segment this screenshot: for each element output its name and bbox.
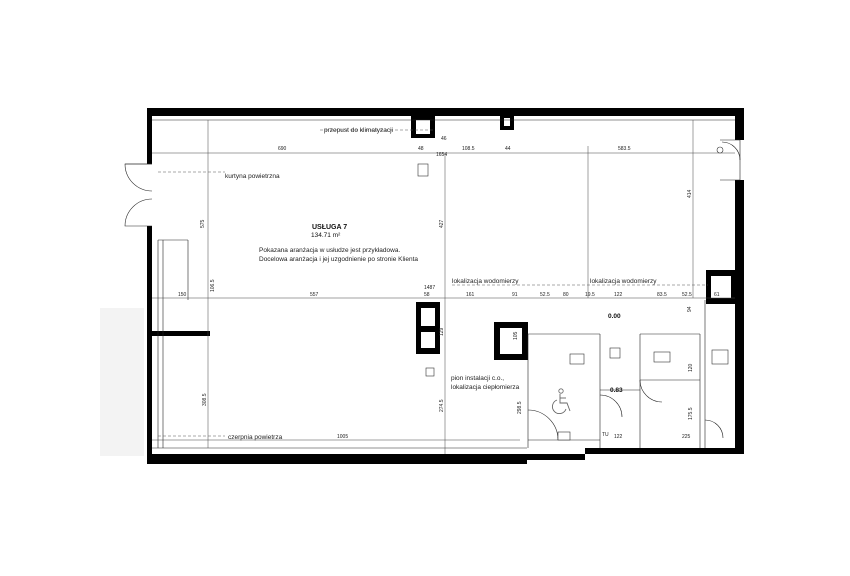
dim-top-48: 48 (418, 146, 424, 152)
dim-mid-525a: 52.5 (540, 292, 550, 298)
dim-v-1755: 175.5 (688, 407, 694, 420)
room-area: 134.71 m² (311, 232, 341, 239)
dim-v-129: 129 (439, 327, 445, 336)
ac-unit (417, 163, 429, 177)
dim-mid-1487: 1487 (424, 285, 435, 291)
dim-mid-1065: 106.5 (210, 279, 216, 292)
wall-top (147, 108, 743, 116)
label-ac-passage: przepust do klimatyzacji (324, 127, 393, 134)
level-main: 0.00 (608, 313, 621, 320)
dimension-lines (152, 120, 735, 454)
label-water-meter-2: lokalizacja wodomierzy (590, 278, 657, 285)
sink-wc (569, 353, 585, 365)
dim-top-5835: 583.5 (618, 146, 631, 152)
dim-mid-195: 19.5 (585, 292, 595, 298)
interior-lines (124, 119, 741, 449)
toilet-right (653, 351, 671, 363)
labels: USŁUGA 7 134.71 m² Pokazana aranżacja w … (225, 127, 657, 441)
wall-bottom-left (147, 454, 527, 464)
dim-v-3085: 308.5 (202, 393, 208, 406)
dim-top-1654: 1654 (436, 152, 447, 158)
dimension-texts: 690 48 1654 108.5 44 583.5 46 575 427 41… (178, 136, 720, 440)
wall-bottom-mid (527, 454, 585, 460)
wall-right (735, 180, 744, 454)
dim-v-105: 105 (513, 331, 519, 340)
exterior-hatch (100, 308, 144, 456)
dim-v-427: 427 (439, 219, 445, 228)
dim-v-2985: 298.5 (517, 401, 523, 414)
fixtures (417, 146, 729, 441)
walls (147, 108, 744, 464)
dim-bot-1005: 1005 (337, 434, 348, 440)
dim-mid-91: 91 (512, 292, 518, 298)
heat-meter-box (425, 367, 435, 377)
room-name: USŁUGA 7 (312, 224, 347, 231)
heater-box (609, 347, 621, 359)
label-water-meter-1: lokalizacja wodomierzy (452, 278, 519, 285)
wall-stub (150, 331, 210, 336)
dim-mid-557: 557 (310, 292, 319, 298)
dim-bot-122: 122 (614, 434, 623, 440)
level-wc: 0.83 (610, 387, 623, 394)
dim-v-414: 414 (687, 189, 693, 198)
wall-left-bottom (147, 226, 152, 464)
dim-top-690: 690 (278, 146, 287, 152)
dim-mid-525b: 52.5 (682, 292, 692, 298)
dim-top-44: 44 (505, 146, 511, 152)
dim-v-575: 575 (200, 219, 206, 228)
label-air-curtain: kurtyna powietrzna (225, 173, 280, 180)
dim-bot-tu: TU (602, 432, 609, 438)
wall-left-top (147, 108, 152, 164)
dim-top-46: 46 (441, 136, 447, 142)
dim-mid-161: 161 (466, 292, 475, 298)
wall-right-top (735, 108, 744, 140)
dim-mid-150: 150 (178, 292, 187, 298)
dim-v-120: 120 (688, 363, 694, 372)
dim-bot-225: 225 (682, 434, 691, 440)
toilet-wc (557, 431, 571, 441)
dim-v-2745: 274.5 (439, 399, 445, 412)
dim-top-1085: 108.5 (462, 146, 475, 152)
note-line-1: Pokazana aranżacja w usłudze jest przykł… (259, 247, 400, 254)
dim-mid-58: 58 (424, 292, 430, 298)
dim-mid-122: 122 (614, 292, 623, 298)
label-riser-2: lokalizacja ciepłomierza (451, 384, 520, 391)
dim-mid-80: 80 (563, 292, 569, 298)
wheelchair-icon (551, 388, 571, 415)
note-line-2: Docelowa aranżacja i jej uzgodnienie po … (259, 256, 418, 263)
vent-circle (716, 146, 724, 154)
wall-bottom-right (585, 448, 744, 454)
dim-mid-94: 94 (687, 306, 693, 312)
label-riser-1: pion instalacji c.o., (451, 375, 504, 382)
label-air-intake: czerpnia powietrza (228, 434, 283, 441)
dim-mid-835: 83.5 (657, 292, 667, 298)
sink-right (711, 349, 729, 365)
dim-mid-61: 61 (714, 292, 720, 298)
